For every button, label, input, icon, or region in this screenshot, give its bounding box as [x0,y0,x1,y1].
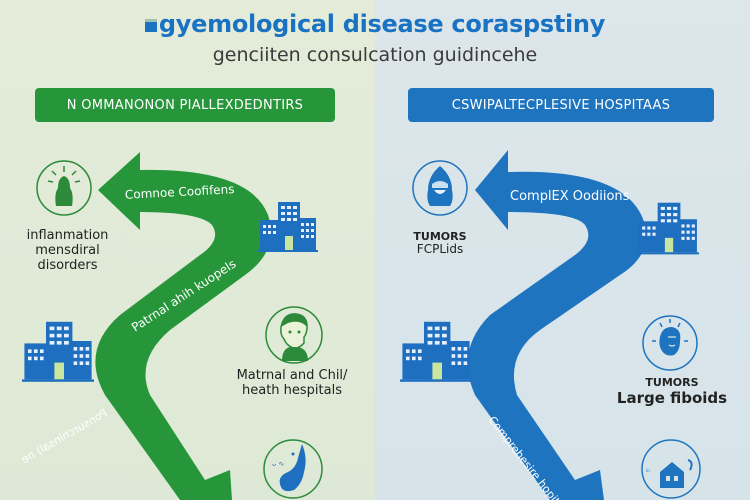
right-item-1-line2: FCPLids [416,242,464,256]
right-item-1-label: TUMORS FCPLids [400,230,480,256]
right-item-2-label: TUMORS Large fiboids [612,375,732,407]
svg-text:ᵢᵢᵢ: ᵢᵢᵢ [646,466,650,474]
green-pathway-arrow [95,152,272,500]
green-arrow-bottom-label: Ponsurcninsal) ne [19,406,110,466]
patient-face-icon [265,306,323,364]
hospital-building-icon [637,202,699,255]
left-item-2-line1: Matrnal and Chil/ [236,368,348,383]
left-item-1-line2: mensdiral disorders [35,243,100,273]
head-pain-icon [642,315,698,371]
right-item-2-line1: TUMORS [645,376,699,389]
left-section-heading: N OMMANONON PIALLEXDEDNTIRS [35,88,335,122]
blue-pathway-arrow [467,150,647,500]
left-item-1-label: inflanmation mensdiral disorders [10,228,125,273]
left-item-1-line1: inflanmation [26,228,109,243]
hooded-patient-icon [412,160,468,216]
hospital-house-icon: ᵢᵢᵢ [641,439,701,499]
hospital-building-icon [400,321,472,382]
hospital-building-icon [22,321,94,382]
green-arrow-top-label: Comnoe Coofifens [125,182,235,202]
right-item-1-line1: TUMORS [413,230,467,243]
logo-icon [144,18,157,32]
blue-arrow-top-label: ComplEX Oodiions [510,189,630,204]
uterus-organ-icon: ᴗ ∿ [263,439,323,499]
right-section-heading: CSWIPALTECPLESIVE HOSPITAAS [408,88,714,122]
page-subtitle: genciiten consulcation guidincehe [212,44,538,66]
right-item-2-line2: Large fiboids [616,389,728,407]
page-title: gyemological disease coraspstiny [0,10,750,38]
left-item-2-line2: heath hespitals [242,383,342,398]
title-text: gyemological disease coraspstiny [158,10,606,38]
inflammation-person-icon [36,160,92,216]
svg-text:ᴗ ∿: ᴗ ∿ [272,460,285,468]
hospital-building-icon [258,202,318,252]
left-item-2-label: Matrnal and Chil/ heath hespitals [232,368,352,398]
